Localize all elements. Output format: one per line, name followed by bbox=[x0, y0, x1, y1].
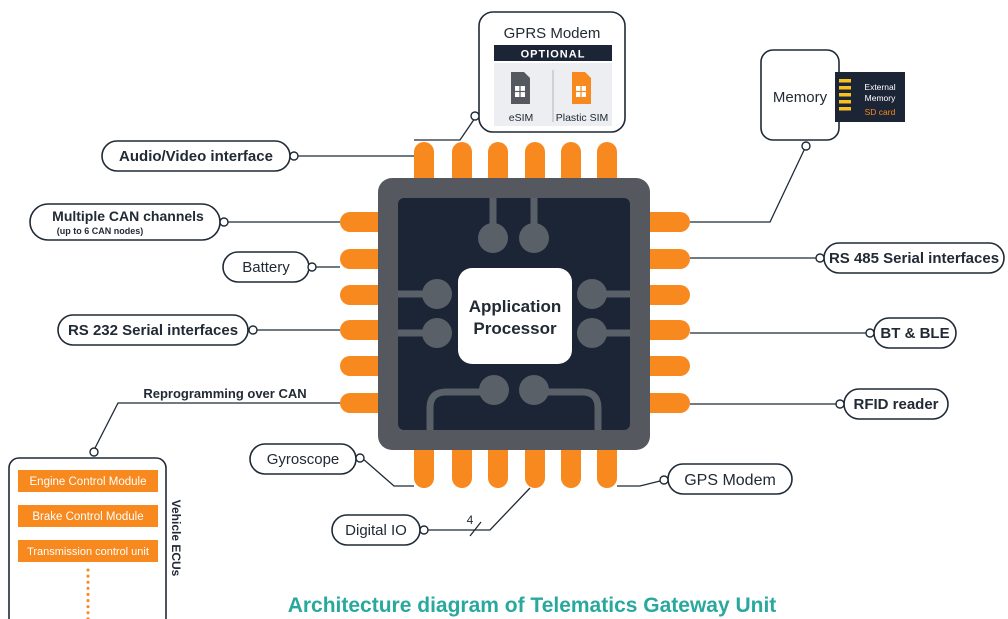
ecu-item-bg bbox=[18, 470, 158, 492]
pin bbox=[597, 440, 617, 488]
connector-dot bbox=[289, 151, 299, 161]
chip-pins-bottom bbox=[414, 440, 617, 488]
optional-banner bbox=[494, 45, 612, 61]
ecu-item-bg bbox=[18, 505, 158, 527]
connector-dot bbox=[219, 217, 229, 227]
gyroscope-label: Gyroscope bbox=[267, 451, 340, 468]
sd-card-icon: External Memory SD card bbox=[835, 72, 905, 122]
label-audio-video: Audio/Video interface bbox=[101, 140, 299, 172]
label-digital-io: Digital IO 4 bbox=[331, 513, 474, 546]
pad bbox=[577, 279, 607, 309]
label-rfid: RFID reader bbox=[835, 388, 949, 420]
chip-pads bbox=[422, 223, 607, 405]
pin bbox=[488, 440, 508, 488]
pad bbox=[479, 375, 509, 405]
bt-ble-label: BT & BLE bbox=[880, 325, 949, 342]
pin bbox=[640, 285, 690, 305]
ecu-item-bg bbox=[18, 540, 158, 562]
rfid-label: RFID reader bbox=[853, 396, 938, 413]
plastic-sim-icon bbox=[572, 72, 591, 104]
connector-dot bbox=[815, 253, 825, 263]
label-gps: GPS Modem bbox=[659, 463, 793, 495]
gprs-modem: GPRS Modem OPTIONAL eSIM Plastic SIM bbox=[470, 11, 626, 133]
pin bbox=[640, 356, 690, 376]
label-bt-ble: BT & BLE bbox=[865, 317, 957, 349]
pad bbox=[422, 318, 452, 348]
sd-label-line2: Memory bbox=[865, 93, 896, 103]
battery-label: Battery bbox=[242, 259, 290, 276]
chip-pins-left bbox=[340, 212, 390, 413]
pin bbox=[340, 285, 390, 305]
ecu-item: Transmission control unit bbox=[27, 546, 149, 558]
sd-label-line3: SD card bbox=[865, 107, 896, 117]
pad bbox=[422, 279, 452, 309]
connector-dot bbox=[248, 325, 258, 335]
label-can-channels: Multiple CAN channels (up to 6 CAN nodes… bbox=[29, 203, 229, 241]
pin bbox=[525, 440, 545, 488]
connector-dot bbox=[801, 141, 811, 151]
label-rs232: RS 232 Serial interfaces bbox=[57, 314, 258, 346]
plastic-sim-label: Plastic SIM bbox=[556, 112, 609, 124]
pin bbox=[340, 212, 390, 232]
can-channels-label: Multiple CAN channels bbox=[52, 208, 204, 224]
connector-dot bbox=[470, 111, 480, 121]
pin bbox=[640, 393, 690, 413]
connector-dot bbox=[419, 525, 429, 535]
rs485-label: RS 485 Serial interfaces bbox=[829, 250, 999, 267]
esim-icon bbox=[511, 72, 530, 104]
pin bbox=[452, 440, 472, 488]
connector-dot bbox=[865, 328, 875, 338]
pad bbox=[519, 223, 549, 253]
rs232-label: RS 232 Serial interfaces bbox=[68, 322, 238, 339]
label-rs485: RS 485 Serial interfaces bbox=[815, 242, 1005, 274]
ecu-item: Engine Control Module bbox=[30, 476, 147, 488]
connector-dot bbox=[355, 453, 365, 463]
memory-block: Memory External Memory SD card bbox=[760, 49, 905, 151]
ecu-item: Brake Control Module bbox=[32, 511, 143, 523]
pin bbox=[340, 320, 390, 340]
processor-label-line1: Application bbox=[469, 297, 562, 316]
diagram-title: Architecture diagram of Telematics Gatew… bbox=[288, 594, 777, 617]
pin bbox=[340, 393, 390, 413]
pad bbox=[577, 318, 607, 348]
gps-label: GPS Modem bbox=[684, 472, 776, 489]
chip-pins-right bbox=[640, 212, 690, 413]
ecu-box bbox=[8, 457, 167, 619]
pin bbox=[640, 212, 690, 232]
connector-dot bbox=[89, 447, 99, 457]
pin bbox=[640, 320, 690, 340]
vehicle-ecus: Engine Control Module Brake Control Modu… bbox=[8, 447, 183, 619]
pin bbox=[640, 249, 690, 269]
reprogramming-label: Reprogramming over CAN bbox=[143, 386, 306, 401]
label-gyroscope: Gyroscope bbox=[249, 443, 365, 475]
pad bbox=[519, 375, 549, 405]
label-battery: Battery bbox=[222, 251, 317, 283]
pin bbox=[414, 440, 434, 488]
can-nodes-label: (up to 6 CAN nodes) bbox=[57, 226, 144, 236]
gprs-title: GPRS Modem bbox=[504, 25, 601, 42]
optional-label: OPTIONAL bbox=[521, 49, 586, 61]
pad bbox=[478, 223, 508, 253]
sd-label-line1: External bbox=[864, 82, 895, 92]
esim-label: eSIM bbox=[509, 112, 534, 124]
processor-label-line2: Processor bbox=[473, 319, 557, 338]
pin bbox=[340, 249, 390, 269]
connector-dot bbox=[659, 475, 669, 485]
connector-dot bbox=[307, 262, 317, 272]
pin bbox=[561, 440, 581, 488]
audio-video-label: Audio/Video interface bbox=[119, 148, 273, 165]
memory-label: Memory bbox=[773, 89, 828, 106]
vehicle-ecus-label: Vehicle ECUs bbox=[169, 500, 183, 577]
pin bbox=[340, 356, 390, 376]
connector-wires bbox=[93, 117, 868, 537]
connector-dot bbox=[835, 399, 845, 409]
digital-io-bus-width: 4 bbox=[467, 513, 474, 527]
application-processor-box bbox=[458, 268, 572, 364]
digital-io-label: Digital IO bbox=[345, 522, 407, 539]
